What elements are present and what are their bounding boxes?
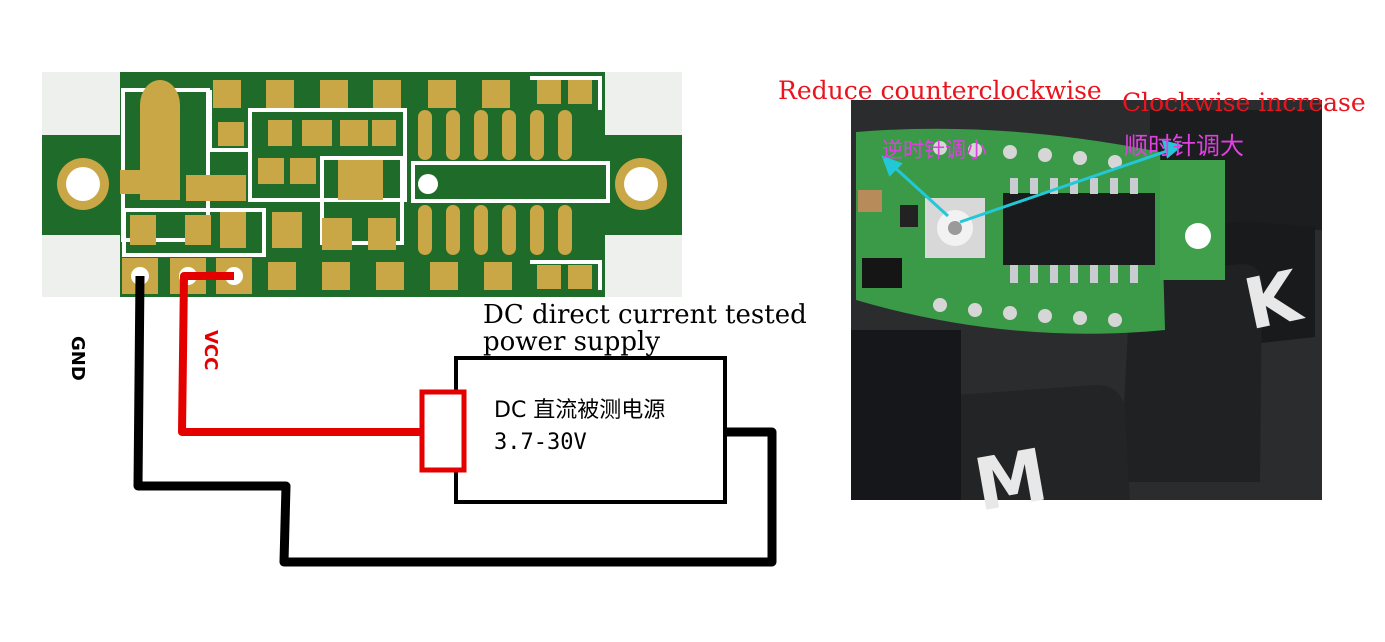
- vcc-pin-label: VCC: [200, 330, 221, 371]
- power-supply-caption-line2: power supply: [483, 327, 661, 357]
- reduce-counterclockwise-label: Reduce counterclockwise: [778, 76, 1102, 105]
- power-supply-caption-line1: DC direct current tested: [483, 300, 807, 330]
- power-supply-range: 3.7-30V: [494, 430, 587, 455]
- adjust-arrows: [881, 139, 1184, 224]
- vcc-wire: [178, 272, 425, 436]
- module-photo: K M: [851, 100, 1322, 527]
- power-supply-box: [419, 356, 727, 504]
- increase-label-chinese: 顺时针调大: [1124, 132, 1244, 160]
- key-m-legend: M: [968, 432, 1053, 527]
- power-supply-title: DC 直流被测电源: [494, 398, 666, 423]
- reduce-label-chinese: 逆时针调小: [882, 138, 987, 162]
- clockwise-increase-label: Clockwise increase: [1122, 88, 1366, 117]
- gnd-pin-label: GND: [67, 336, 88, 381]
- gnd-wire: [133, 275, 777, 567]
- pcb-board: [42, 72, 682, 297]
